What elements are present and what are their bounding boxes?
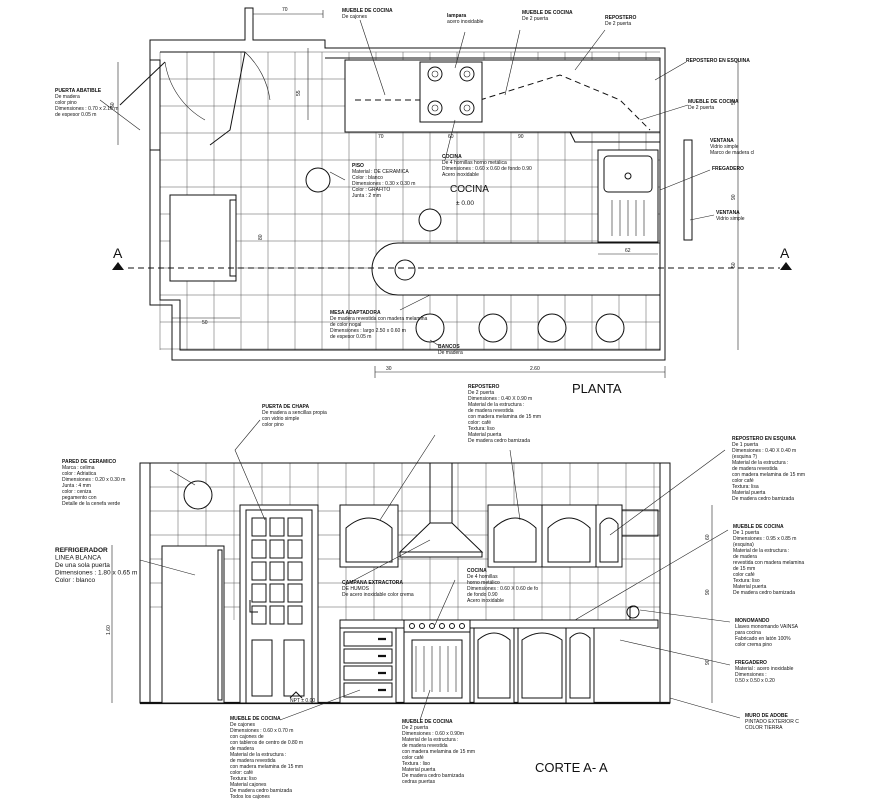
base-cabinets [473, 627, 595, 704]
plan-sink [597, 149, 659, 243]
svg-text:80: 80 [258, 234, 264, 240]
section-mark-left: A [113, 245, 123, 261]
svg-text:90: 90 [731, 194, 737, 200]
plan-window [683, 139, 693, 241]
callout-fregadero: FREGADERO [712, 166, 744, 172]
svg-text:50: 50 [202, 320, 208, 326]
plan-door [119, 51, 271, 151]
svg-text:70: 70 [282, 7, 288, 13]
plan-stove [419, 61, 483, 123]
svg-text:55: 55 [296, 90, 302, 96]
floor-plan: A A COCINA ± 0.00 PLANTA 70 70 60 90 55 … [55, 7, 792, 396]
svg-text:70: 70 [378, 134, 384, 140]
callout-repostero-esquina: REPOSTERO EN ESQUINA [686, 58, 750, 64]
plan-stool [478, 313, 508, 343]
room-name: COCINA [450, 184, 489, 195]
plan-stool [418, 208, 442, 232]
plan-inner-wall [159, 51, 661, 351]
svg-text:50: 50 [110, 102, 116, 108]
svg-text:2.60: 2.60 [530, 366, 540, 372]
svg-text:60: 60 [705, 534, 711, 540]
plan-stool [415, 313, 445, 343]
section-title: CORTE A- A [535, 760, 608, 775]
counter-top [339, 619, 659, 629]
plan-stool [537, 313, 567, 343]
plan-counter [344, 59, 661, 143]
plan-title: PLANTA [572, 381, 622, 396]
wall-clock [183, 480, 213, 510]
extractor-hood [398, 462, 484, 558]
section-dimensions: 1.60 60 90 90 NPT ± 0.00 [106, 505, 713, 704]
section-mark-right: A [780, 245, 790, 261]
section-elevation: 1.60 60 90 90 NPT ± 0.00 CORTE A- A PARE… [55, 384, 805, 800]
npt-level: NPT ± 0.00 [290, 698, 315, 704]
svg-text:90: 90 [518, 134, 524, 140]
svg-text:50: 50 [731, 99, 737, 105]
svg-text:50: 50 [731, 262, 737, 268]
plan-outer-wall [149, 7, 666, 361]
plan-fridge [169, 194, 237, 282]
section-door [239, 504, 319, 704]
svg-text:1.60: 1.60 [106, 625, 112, 635]
section-fridge [161, 545, 225, 704]
svg-text:90: 90 [705, 659, 711, 665]
svg-text:30: 30 [386, 366, 392, 372]
upper-cabinets [339, 504, 659, 568]
svg-text:62: 62 [625, 248, 631, 254]
room-level: ± 0.00 [456, 200, 474, 207]
drawer-unit [339, 627, 397, 704]
plan-stool [394, 259, 416, 281]
section-stove [403, 619, 471, 704]
svg-text:90: 90 [705, 589, 711, 595]
plan-dimensions: 70 70 60 90 55 50 50 90 50 62 80 50 30 2… [110, 7, 739, 378]
plan-stool [595, 313, 625, 343]
plan-table [371, 242, 661, 296]
plan-stool [305, 167, 331, 193]
